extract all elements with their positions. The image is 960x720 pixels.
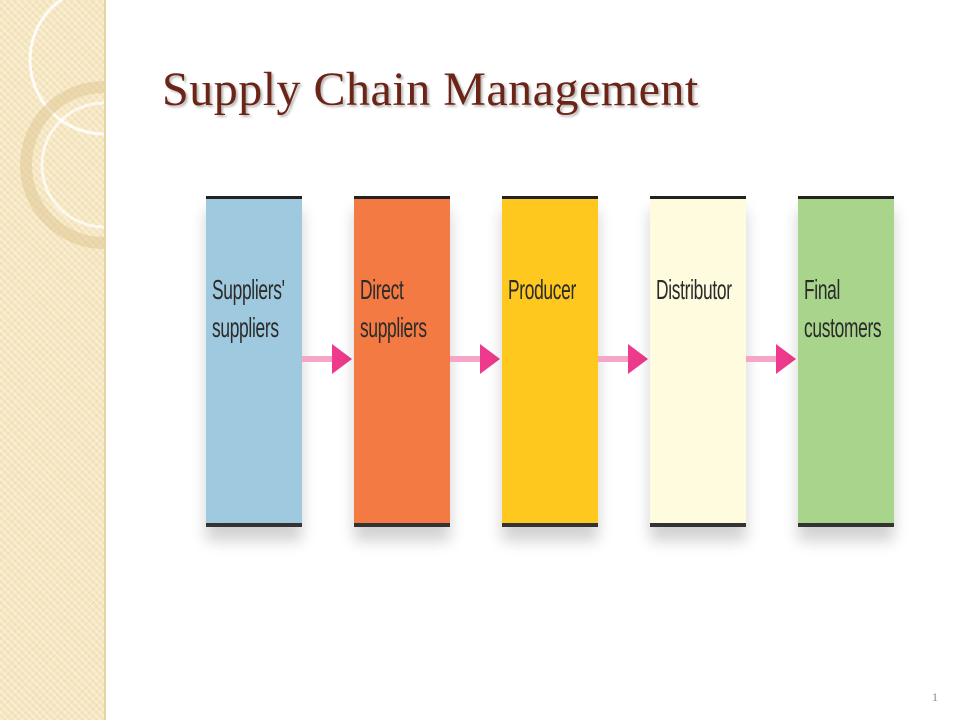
stage-final-customers: Final customers <box>798 196 894 527</box>
stage-direct-suppliers: Direct suppliers <box>354 196 450 527</box>
stage-suppliers-suppliers: Suppliers' suppliers <box>206 196 302 527</box>
decorative-circles <box>20 0 104 249</box>
stage-producer: Producer <box>502 196 598 527</box>
stage-label: Final customers <box>804 274 882 343</box>
slide-title: Supply Chain Management <box>162 63 699 116</box>
stage-label: Distributor <box>656 274 732 305</box>
stage-distributor: Distributor <box>650 196 746 527</box>
page-number: 1 <box>932 690 938 704</box>
arrow-right-icon <box>598 344 648 374</box>
decorative-side-band <box>0 0 106 720</box>
stage-label: Producer <box>508 274 576 305</box>
stage-label: Suppliers' suppliers <box>212 274 285 343</box>
arrow-right-icon <box>746 344 796 374</box>
arrow-right-icon <box>302 344 352 374</box>
arrow-right-icon <box>450 344 500 374</box>
stage-label: Direct suppliers <box>360 274 427 343</box>
